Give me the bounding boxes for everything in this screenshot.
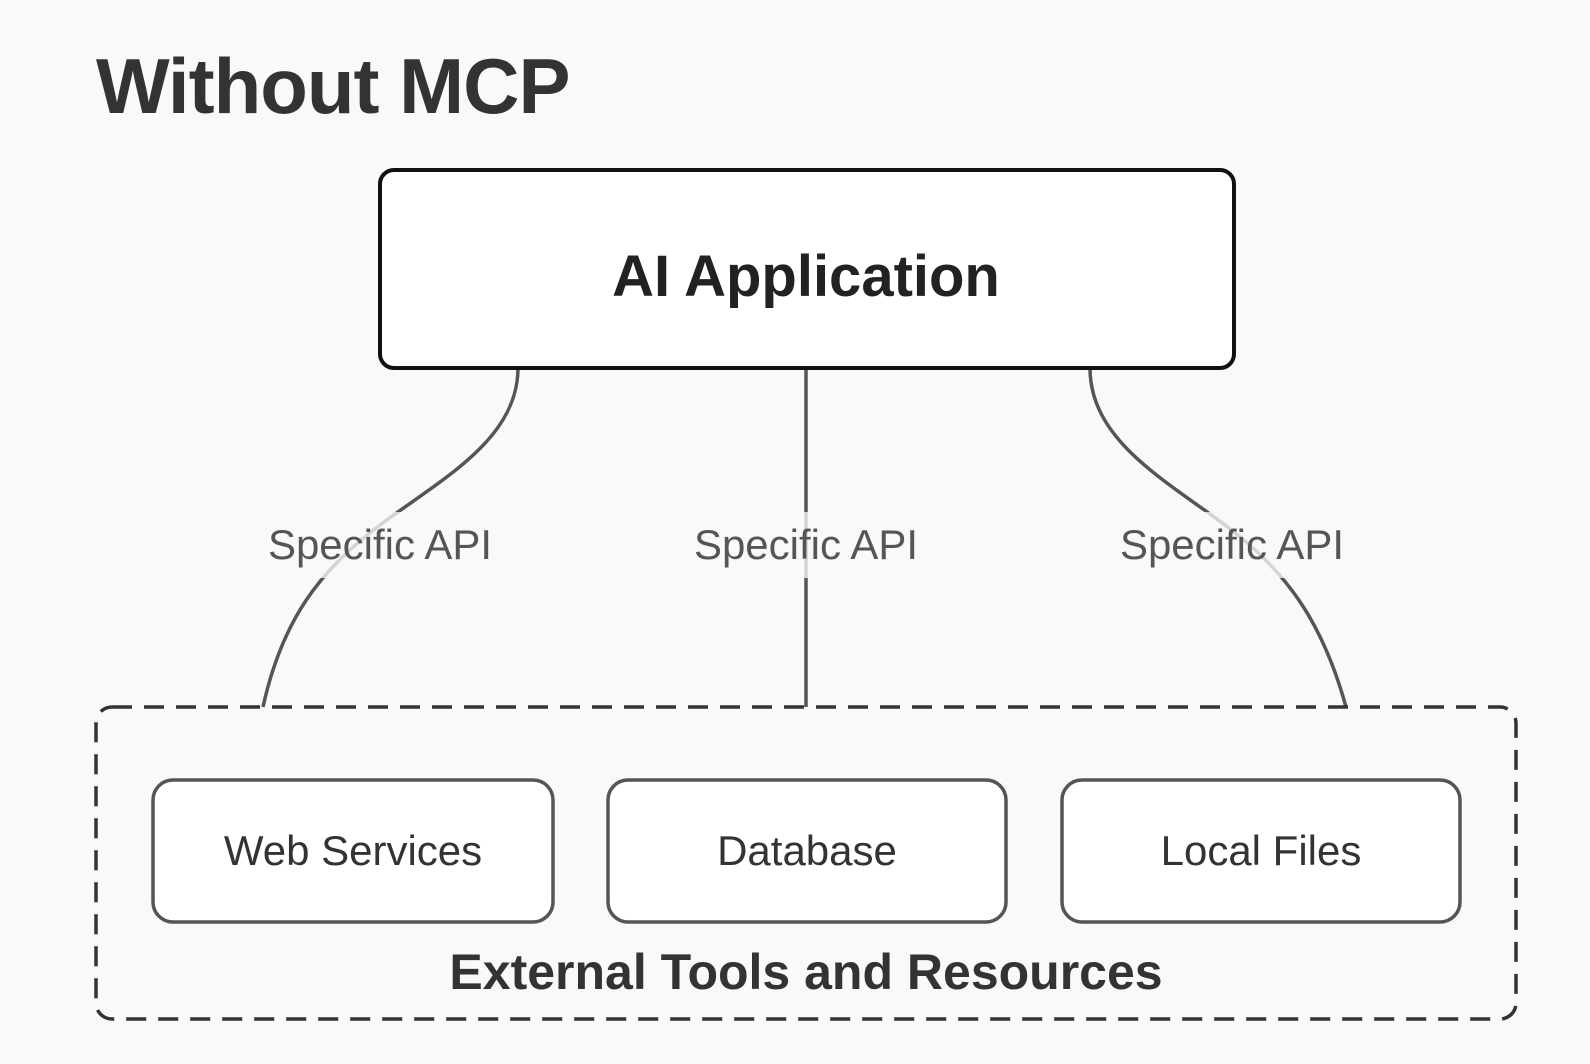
- page-title: Without MCP: [96, 42, 570, 130]
- edge-label-database: Specific API: [694, 521, 918, 568]
- database-box: [606, 778, 1008, 924]
- edge-label-web-services: Specific API: [268, 521, 492, 568]
- node-local-files: Local Files: [1060, 778, 1462, 924]
- external-tools-group-label: External Tools and Resources: [449, 944, 1162, 1000]
- external-tools-group-box: [94, 705, 1518, 1021]
- node-web-services: Web Services: [151, 778, 555, 924]
- edge-label-local-files: Specific API: [1120, 521, 1344, 568]
- database-label: Database: [717, 827, 897, 874]
- web-services-box: [151, 778, 555, 924]
- node-database: Database: [606, 778, 1008, 924]
- web-services-label: Web Services: [224, 827, 482, 874]
- node-ai-application: AI Application: [378, 168, 1236, 370]
- group-external-tools: Web Services Database Local Files Extern…: [94, 705, 1518, 1021]
- ai-application-label: AI Application: [612, 244, 1000, 309]
- local-files-label: Local Files: [1161, 827, 1362, 874]
- edge-label-bg-1: [232, 512, 528, 578]
- ai-application-box: [378, 168, 1236, 370]
- edge-label-bg-2: [676, 512, 938, 578]
- edge-label-bg-3: [1088, 512, 1378, 578]
- local-files-box: [1060, 778, 1462, 924]
